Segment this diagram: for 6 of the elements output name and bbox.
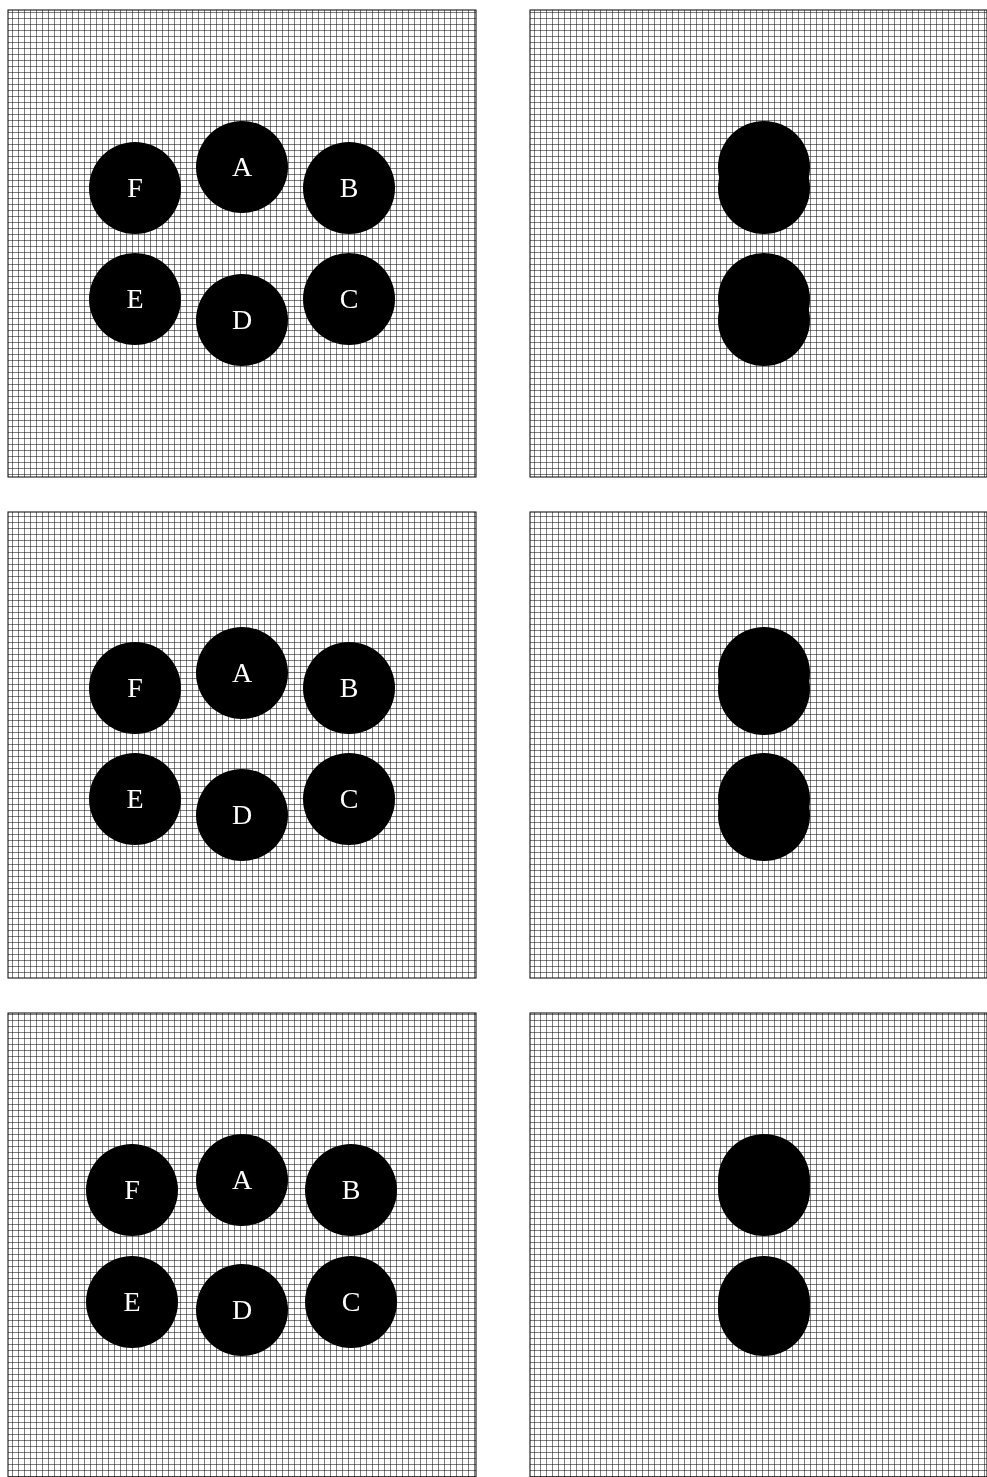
overlapping-circles — [718, 1256, 810, 1356]
overlapping-circles — [718, 1134, 810, 1236]
overlapping-circles — [718, 627, 810, 735]
overlapping-circles — [718, 121, 810, 234]
overlapping-circles — [718, 753, 810, 861]
overlapping-circles — [718, 253, 810, 366]
